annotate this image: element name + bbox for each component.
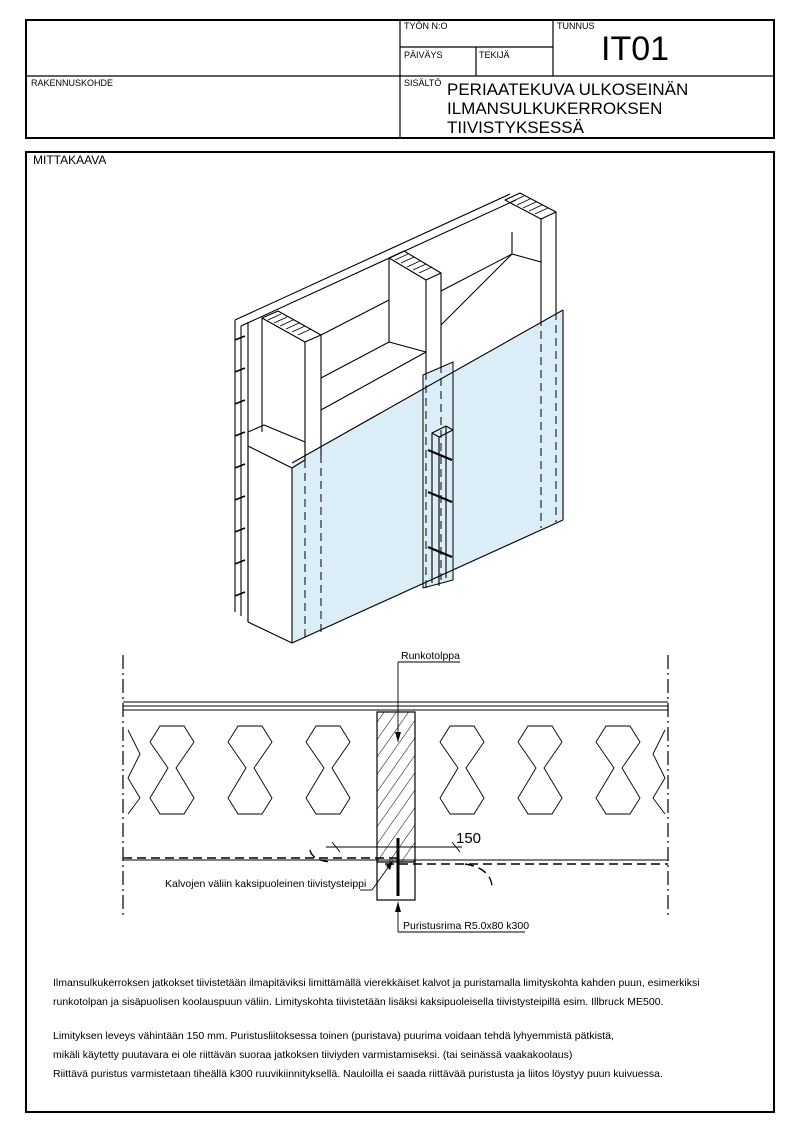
batten-section — [376, 861, 416, 901]
work-no-label: TYÖN N:O — [404, 21, 448, 31]
tape-label: Kalvojen väliin kaksipuoleinen tiivistys… — [165, 878, 366, 890]
id-label: TUNNUS — [557, 21, 595, 31]
note-line: Limityksen leveys vähintään 150 mm. Puri… — [53, 1030, 614, 1042]
drawing-id: IT01 — [601, 30, 670, 68]
content-title-line: PERIAATEKUVA ULKOSEINÄN — [447, 80, 689, 99]
site-label: RAKENNUSKOHDE — [31, 78, 114, 88]
content-title-line: TIIVISTYKSESSÄ — [447, 118, 584, 137]
author-label: TEKIJÄ — [479, 50, 510, 60]
scale-label: MITTAKAAVA — [33, 153, 107, 167]
note-paragraph-1: Ilmansulkukerroksen jatkokset tiivistetä… — [53, 974, 700, 1012]
note-line: Riittävä puristus varmistetaan tiheällä … — [53, 1068, 663, 1080]
membrane-overlap-sheet — [422, 361, 454, 589]
note-line: Ilmansulkukerroksen jatkokset tiivistetä… — [53, 977, 700, 989]
content-title-line: ILMANSULKUKERROKSEN — [447, 99, 663, 118]
note-line: mikäli käytetty puutavara ei ole riittäv… — [53, 1049, 573, 1061]
note-paragraph-2: Limityksen leveys vähintään 150 mm. Puri… — [53, 1027, 663, 1084]
drawing-frame — [25, 151, 775, 1113]
date-label: PÄIVÄYS — [404, 50, 443, 60]
content-title: PERIAATEKUVA ULKOSEINÄN ILMANSULKUKERROK… — [447, 80, 688, 137]
insulation-symbol — [149, 725, 641, 815]
stud-label: Runkotolppa — [401, 650, 460, 662]
overlap-dimension: 150 — [456, 830, 481, 847]
content-label: SISÄLTÖ — [404, 78, 442, 88]
section-detail-drawing: 150 Runkotolppa Kalvojen väliin kaksipuo… — [122, 650, 669, 933]
isometric-wall-drawing — [234, 192, 564, 644]
batten-label: Puristusrima R5.0x80 k300 — [403, 920, 529, 932]
title-block-grid — [26, 20, 775, 138]
note-line: runkotolpan ja sisäpuolisen koolauspuun … — [53, 996, 664, 1008]
